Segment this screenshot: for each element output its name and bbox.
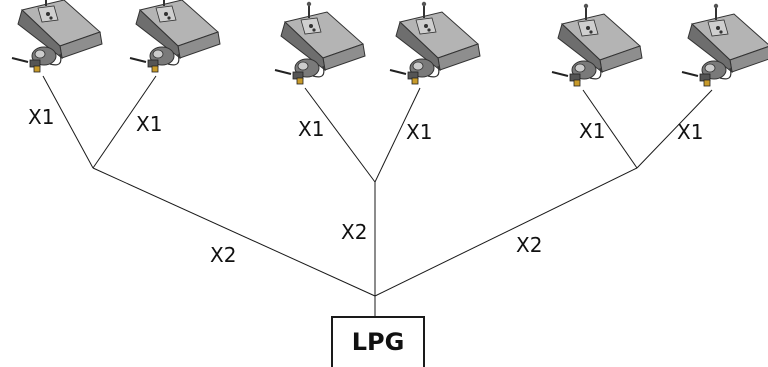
pipe-trunk xyxy=(92,167,376,297)
lpg-source: LPG xyxy=(331,316,425,367)
segment-label: X1 xyxy=(136,112,162,136)
segment-label: X2 xyxy=(516,233,542,257)
heater-unit xyxy=(389,0,481,85)
heater-unit xyxy=(129,0,221,73)
lpg-source-box xyxy=(331,316,425,367)
pipe-network xyxy=(42,75,713,318)
segment-label: X2 xyxy=(210,243,236,267)
pipe-trunk xyxy=(374,167,638,297)
pipe-branch xyxy=(374,87,421,183)
heater-unit xyxy=(274,0,366,85)
pipe-branch xyxy=(582,89,638,169)
segment-label: X1 xyxy=(579,119,605,143)
pipe-branch xyxy=(42,75,94,169)
heater-unit xyxy=(551,2,643,87)
lpg-source-label: LPG xyxy=(352,328,405,356)
heater-unit xyxy=(681,2,768,87)
segment-label: X1 xyxy=(28,105,54,129)
heater-unit xyxy=(11,0,103,73)
segment-label: X1 xyxy=(677,120,703,144)
pipe-branch xyxy=(304,87,376,183)
pipe-branch xyxy=(636,89,713,169)
pipe-branch xyxy=(92,75,157,169)
segment-label: X1 xyxy=(406,120,432,144)
segment-label: X2 xyxy=(341,220,367,244)
segment-label: X1 xyxy=(298,117,324,141)
